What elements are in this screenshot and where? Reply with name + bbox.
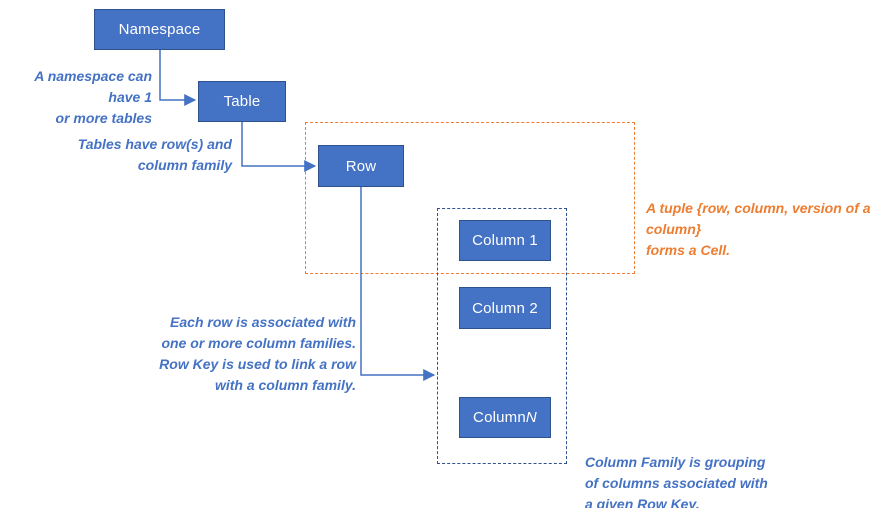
node-table-label: Table bbox=[223, 93, 261, 110]
node-column-2: Column 2 bbox=[459, 287, 551, 329]
node-table: Table bbox=[198, 81, 286, 122]
cell-dashed-box bbox=[305, 122, 635, 274]
node-column-1: Column 1 bbox=[459, 220, 551, 261]
node-column-n-label-italic: N bbox=[525, 409, 537, 426]
node-namespace: Namespace bbox=[94, 9, 225, 50]
annotation-column-family-note: Column Family is grouping of columns ass… bbox=[585, 454, 768, 508]
node-row: Row bbox=[318, 145, 404, 187]
node-column-n: Column N bbox=[459, 397, 551, 438]
node-row-label: Row bbox=[345, 157, 377, 175]
node-column-1-label: Column 1 bbox=[472, 232, 538, 249]
annotation-table-note: Tables have row(s) and column family bbox=[77, 136, 232, 173]
node-column-2-label: Column 2 bbox=[472, 299, 538, 317]
annotation-cell-note: A tuple {row, column, version of a colum… bbox=[646, 200, 871, 258]
annotation-namespace-note: A namespace can have 1 or more tables bbox=[34, 68, 152, 126]
node-namespace-label: Namespace bbox=[118, 21, 201, 38]
column-family-dashed-box bbox=[437, 208, 567, 464]
connector-namespace-table bbox=[159, 50, 197, 106]
annotation-row-note: Each row is associated with one or more … bbox=[159, 314, 356, 393]
node-column-n-label: Column bbox=[473, 409, 526, 426]
